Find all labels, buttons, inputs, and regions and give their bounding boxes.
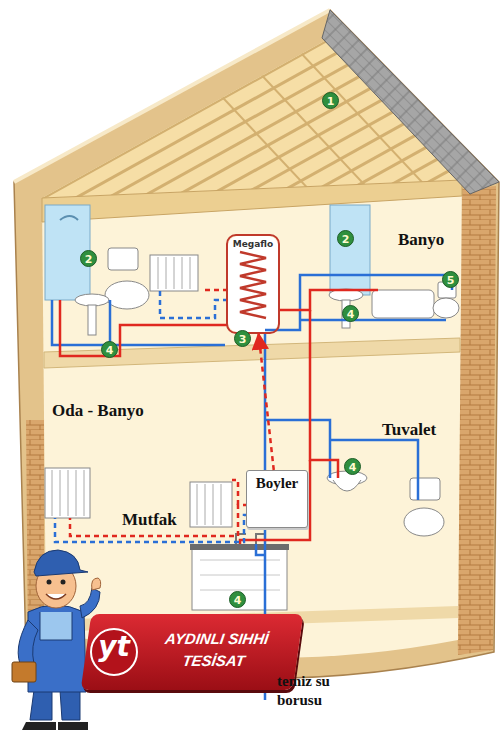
roof-rafters xyxy=(0,0,470,420)
company-name: AYDINLI SIHHİ TESİSAT xyxy=(137,628,293,672)
mascot-arm xyxy=(18,620,38,668)
mascot-smile xyxy=(46,594,66,599)
radiator-fins xyxy=(158,257,190,289)
washbasin xyxy=(75,294,109,306)
mascot-legs xyxy=(30,690,80,720)
callout-number: 2 xyxy=(80,250,97,267)
hot-pipe xyxy=(278,290,378,310)
basin-bowl xyxy=(333,480,361,491)
heating-pipe xyxy=(160,291,228,318)
shower-head xyxy=(60,216,78,220)
callout-number: 4 xyxy=(229,591,246,608)
mascot-cap xyxy=(34,550,88,576)
boiler-box: Boyler xyxy=(246,470,308,528)
mascot-thumb xyxy=(92,578,101,590)
room-name: Tuvalet xyxy=(382,420,436,440)
cold-pipe xyxy=(300,319,446,322)
callout-number: 4 xyxy=(342,305,359,322)
toilet-tank xyxy=(108,248,138,270)
callout-number: 4 xyxy=(101,341,118,358)
radiator xyxy=(45,468,90,518)
countertop xyxy=(190,544,289,550)
cold-pipe xyxy=(109,300,112,345)
room-name: Oda - Banyo xyxy=(52,401,144,421)
hot-pipe xyxy=(310,310,338,478)
fixtures xyxy=(45,205,459,610)
radiator xyxy=(150,255,198,291)
cold-pipe xyxy=(265,275,452,330)
roof-edge xyxy=(14,10,330,182)
outer-wall xyxy=(14,10,499,679)
logo-mark: yt xyxy=(90,628,138,676)
bathtub xyxy=(372,290,434,318)
shower-cabin xyxy=(330,205,370,295)
cold-pipe xyxy=(256,544,265,555)
callout-number: 2 xyxy=(337,230,354,247)
toilet-tank xyxy=(410,478,440,500)
heating-pipe xyxy=(70,505,248,536)
kitchen-cabinet xyxy=(192,548,287,610)
cylinder-label: Megaflo xyxy=(228,239,278,249)
callout-number: 1 xyxy=(322,92,339,109)
heating-flow-connector xyxy=(259,334,274,470)
heating-pipe xyxy=(232,480,238,505)
megaflo-cylinder: Megaflo xyxy=(226,234,280,334)
room-name: Mutfak xyxy=(122,510,177,530)
floor-slab xyxy=(44,338,460,368)
mascot-toolbox xyxy=(12,662,36,682)
hot-pipe xyxy=(60,300,228,356)
radiator-fins xyxy=(197,484,221,525)
hot-pipe xyxy=(240,460,310,544)
radiator xyxy=(190,482,232,527)
callout-number: 4 xyxy=(344,458,361,475)
mascot-shoes xyxy=(22,722,88,730)
pipe-note: temiz su borusu xyxy=(277,672,349,710)
boiler-label: Boyler xyxy=(247,475,307,492)
callout-number: 3 xyxy=(234,330,251,347)
radiator-fins xyxy=(52,470,84,516)
mascot-overalls xyxy=(28,605,86,692)
toilet-bowl xyxy=(404,508,444,536)
heating-pipe xyxy=(205,290,228,291)
room-name: Banyo xyxy=(398,230,444,250)
toilet-bowl xyxy=(105,281,149,309)
roof-tiles xyxy=(322,10,499,194)
basin-pedestal xyxy=(88,305,96,335)
callout-number: 5 xyxy=(442,271,459,288)
house-shell xyxy=(0,0,499,679)
pipes xyxy=(52,275,452,700)
cold-pipe xyxy=(52,300,225,345)
cabinet-lines xyxy=(200,560,280,590)
heating-coil xyxy=(240,252,266,318)
mascot-shirt xyxy=(40,612,72,640)
toilet-bowl xyxy=(433,298,459,318)
cylinder-body xyxy=(228,236,278,332)
mascot-eye xyxy=(61,580,66,585)
attic-floor xyxy=(42,180,462,222)
mascot-eye xyxy=(47,580,52,585)
